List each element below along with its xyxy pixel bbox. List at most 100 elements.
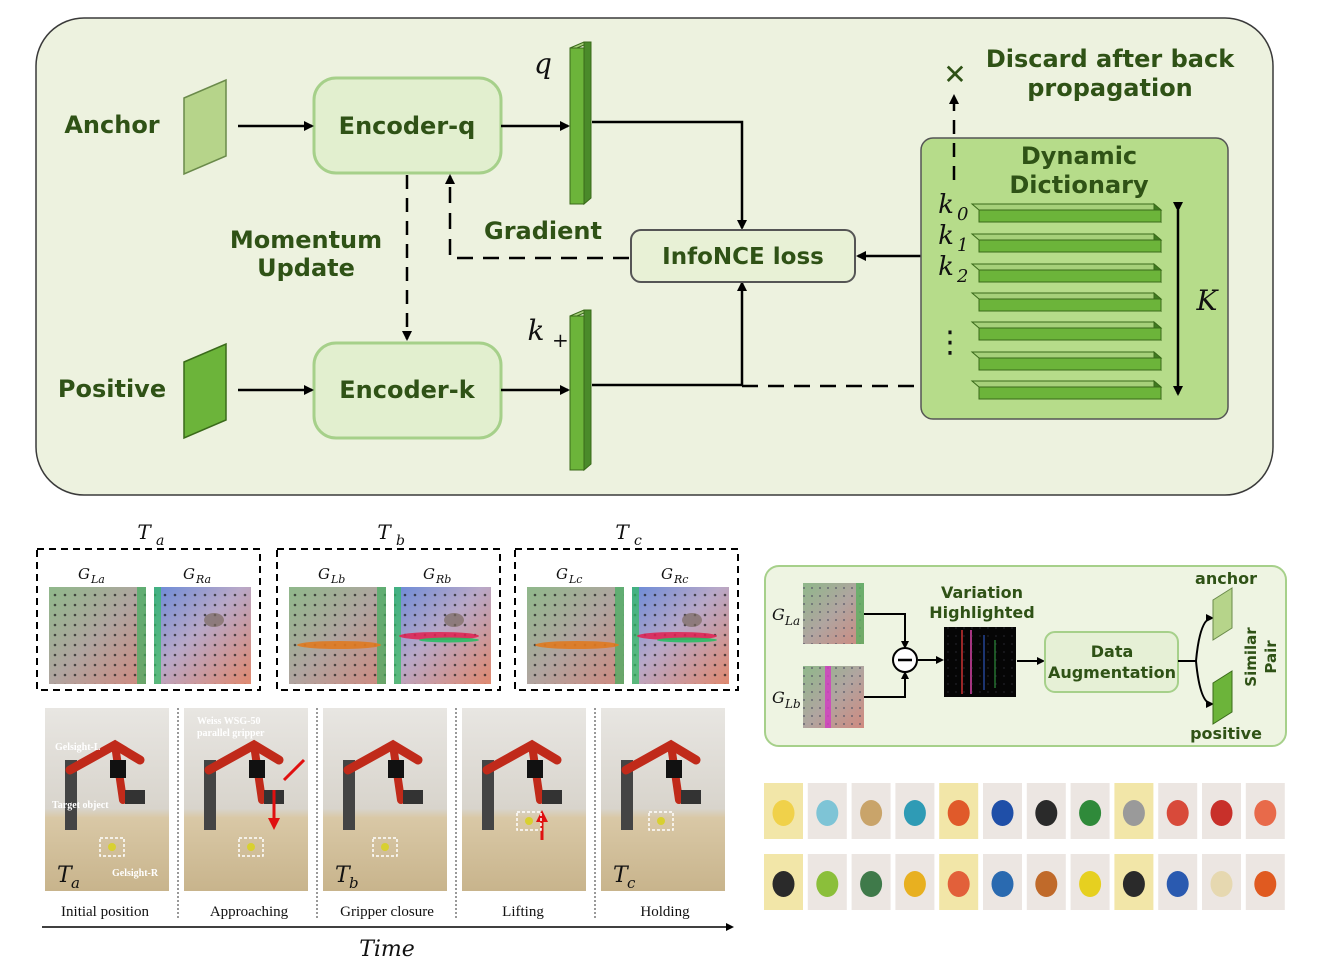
annotation-gripper-1: Weiss WSG-50 [197, 716, 260, 727]
gla-sub: La [784, 614, 800, 628]
gel-left-label: G [318, 565, 330, 583]
gla-label: G [772, 605, 785, 624]
object-thumbnail [983, 783, 1022, 839]
object-thumbnail [807, 854, 847, 910]
infonce-box [630, 229, 856, 283]
annotation-gelsight-r: Gelsight-R [112, 868, 159, 879]
dictionary-key-bar [970, 291, 1163, 313]
dictionary-key-bar [970, 262, 1163, 284]
gel-left-label: G [78, 565, 90, 583]
tactile-group-title-sub: b [396, 533, 405, 549]
tactile-group-title-sub: c [634, 533, 642, 549]
object-thumbnail [895, 783, 935, 839]
dictionary-key-bar [970, 232, 1163, 254]
gel-left-sub: La [90, 573, 105, 586]
gla-dots [803, 583, 864, 644]
similar-pair-label-1: Similar [1242, 627, 1260, 687]
encoder-k-label: Encoder-k [339, 376, 475, 404]
time-label: Time [359, 937, 415, 962]
tactile-group-title: T [377, 520, 392, 544]
object-thumbnail [1114, 854, 1154, 910]
anchor-sample [183, 78, 227, 176]
dictionary-title-2: Dictionary [1009, 171, 1149, 199]
object-thumbnail [939, 854, 979, 910]
photo-tag: T [335, 863, 352, 888]
dictionary-key-bar [970, 350, 1163, 372]
arrow-glb-to-minus [864, 671, 909, 698]
augmentation-label-2: Augmentation [1048, 663, 1176, 682]
gradient-label: Gradient [484, 217, 602, 245]
k2-label: k [938, 252, 954, 282]
photo-tag: T [613, 863, 630, 888]
encoder-q-label: Encoder-q [339, 112, 476, 140]
infonce-label: InfoNCE loss [662, 244, 824, 270]
arrow-gla-to-minus [864, 613, 909, 649]
stage-label: Initial position [61, 904, 149, 920]
gel-right-sub: Rb [435, 573, 451, 586]
dictionary-keys [970, 202, 1163, 401]
glb-dots [803, 666, 864, 728]
positive-sample [183, 342, 227, 440]
object-thumbnail [983, 854, 1022, 910]
object-thumbnail [1245, 854, 1285, 910]
object-thumbnail [764, 783, 803, 839]
pair-positive-sample [1212, 670, 1233, 725]
object-thumbnail [895, 854, 935, 910]
gradient-arrow [445, 174, 629, 260]
gel-right-label: G [423, 565, 435, 583]
pair-panel [764, 565, 1287, 747]
k1-label: k [938, 221, 954, 251]
pair-positive-label: positive [1190, 724, 1262, 743]
annotation-gelsight-l: Gelsight-L [55, 742, 101, 753]
dictionary-key-bar [970, 379, 1163, 401]
discard-label-2: propagation [1027, 74, 1193, 102]
momentum-label-1: Momentum [230, 226, 382, 254]
object-thumbnail [1158, 854, 1198, 910]
kplus-sub: + [552, 328, 569, 352]
kplus-label: k [528, 314, 545, 347]
gel-left-label: G [556, 565, 568, 583]
k0-sub: 0 [957, 204, 968, 225]
pair-anchor-sample [1212, 587, 1233, 641]
object-thumbnail [1070, 783, 1110, 839]
pair-anchor-label: anchor [1195, 569, 1257, 588]
gel-right-sub: Ra [195, 573, 211, 586]
discard-label-1: Discard after back [986, 45, 1235, 73]
object-thumbnail [1202, 783, 1241, 839]
k0-label: k [938, 190, 954, 220]
discard-mark: ✕ [943, 58, 966, 91]
gel-left-sub: Lc [568, 573, 582, 586]
robot-photo [45, 708, 169, 891]
gla-edge [856, 583, 864, 644]
object-thumbnail [807, 783, 847, 839]
arrow-to-anchor-sample [1195, 614, 1214, 662]
gel-right-sub: Rc [673, 573, 688, 586]
robot-photo [601, 708, 725, 891]
gel-right-label: G [183, 565, 195, 583]
kplus-feature-vector [569, 309, 592, 472]
robot-photo [462, 708, 586, 891]
positive-label: Positive [58, 375, 166, 403]
variation-label-2: Highlighted [929, 603, 1034, 622]
object-thumbnail [1026, 854, 1066, 910]
annotation-gripper-2: parallel gripper [197, 728, 265, 739]
q-feature-vector [569, 41, 592, 206]
q-label: q [534, 47, 552, 80]
robot-photo [323, 708, 447, 891]
object-thumbnail [851, 854, 891, 910]
augmentation-label-1: Data [1091, 642, 1134, 661]
glb-sub: Lb [784, 697, 801, 711]
glb-label: G [772, 688, 785, 707]
photo-tag-sub: c [627, 874, 636, 892]
stage-label: Holding [640, 904, 690, 920]
arrow-q-to-infonce [592, 120, 747, 230]
annotation-target-object: Target object [52, 800, 109, 811]
object-thumbnail [1026, 783, 1066, 839]
object-thumbnail [1070, 854, 1110, 910]
